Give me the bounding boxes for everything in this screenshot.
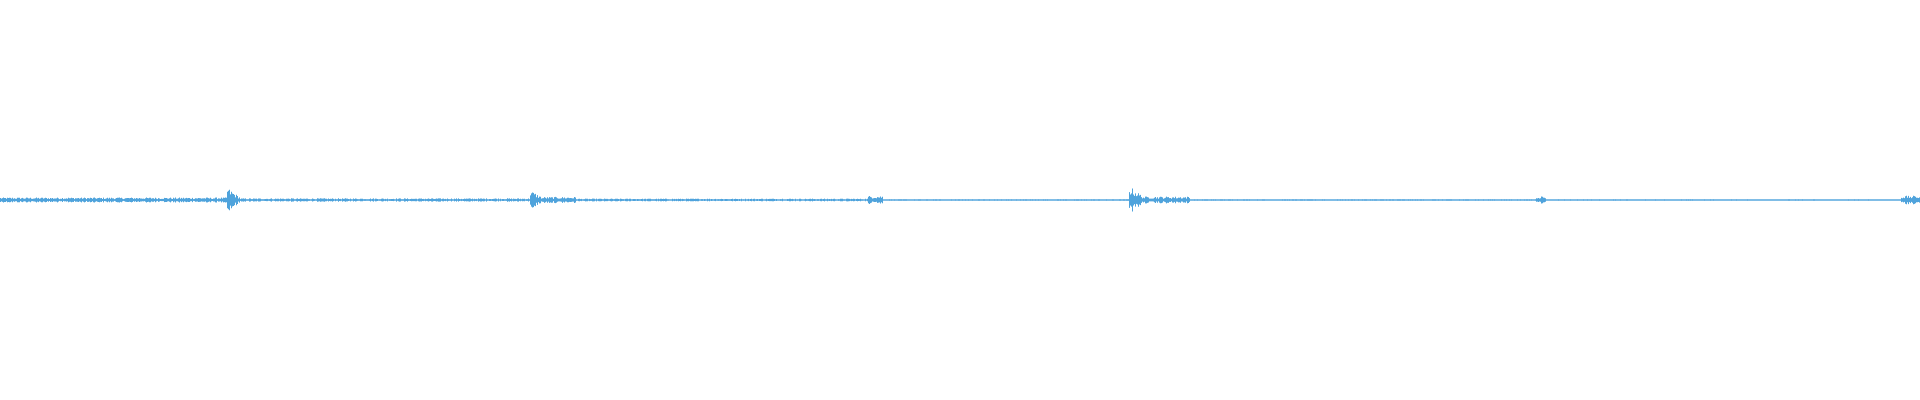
waveform-samples <box>0 188 1920 212</box>
waveform-path <box>0 188 1920 212</box>
